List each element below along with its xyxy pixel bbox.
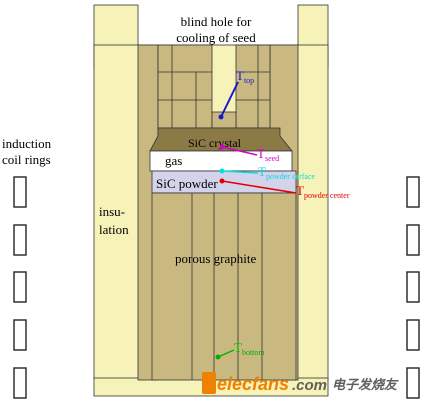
watermark-domain: .com [292, 377, 327, 394]
watermark-brand: elecfans [217, 374, 289, 394]
t-powder-surface-label: Tpowder surface [258, 164, 315, 181]
seed-holder-bottom [211, 111, 237, 129]
coil-ring [406, 319, 420, 351]
blind-hole-label-1: blind hole for [181, 14, 252, 29]
t-top-point [218, 114, 224, 120]
t-powder-center-label: Tpowder center [296, 183, 350, 200]
insulation-label-1: insu- [99, 204, 125, 219]
induction-coils-right [406, 176, 420, 399]
t-seed-point [219, 144, 225, 150]
t-powder-center-point [219, 178, 225, 184]
coil-ring [13, 319, 27, 351]
induction-coils-left [13, 176, 27, 399]
coil-ring [13, 271, 27, 303]
insulation-label-2: lation [99, 222, 129, 237]
coil-ring [13, 176, 27, 208]
coil-ring [13, 367, 27, 399]
induction-label-1: induction [2, 136, 52, 151]
sic-crystal-label: SiC crystal [188, 136, 242, 150]
t-bottom-leader [217, 349, 235, 358]
watermark-logo-icon [202, 372, 216, 394]
gas-label: gas [165, 153, 182, 168]
t-powder-center-leader [221, 180, 297, 194]
t-powder-surface-point [219, 168, 225, 174]
sic-powder-label: SiC powder [156, 176, 218, 191]
t-bottom-label: Tbottom [234, 340, 265, 357]
t-top-leader [220, 81, 239, 118]
t-bottom-point [215, 354, 221, 360]
coil-ring [406, 176, 420, 208]
t-seed-label: Tseed [257, 146, 279, 163]
t-top-label: Ttop [236, 68, 254, 85]
elecfans-watermark: elecfans .com 电子发烧友 [202, 372, 399, 394]
t-powder-surface-leader [221, 170, 259, 174]
blind-hole-label-2: cooling of seed [176, 30, 256, 45]
induction-label-2: coil rings [2, 152, 51, 167]
coil-ring [13, 224, 27, 256]
coil-ring [406, 224, 420, 256]
watermark-chinese: 电子发烧友 [332, 377, 399, 392]
coil-ring [406, 367, 420, 399]
porous-graphite [151, 192, 297, 381]
graphite-lid-right [235, 44, 271, 129]
porous-graphite-label: porous graphite [175, 251, 256, 266]
t-seed-leader [221, 146, 258, 156]
graphite-lid-left [157, 44, 213, 129]
coil-ring [406, 271, 420, 303]
